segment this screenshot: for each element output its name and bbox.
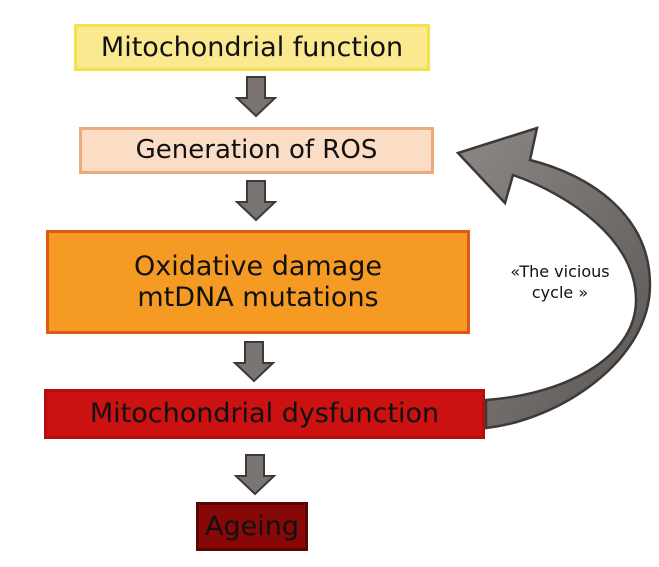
node-label: Generation of ROS xyxy=(135,134,378,165)
node-label: Mitochondrial dysfunction xyxy=(89,398,440,430)
arrow-down-1 xyxy=(234,76,278,118)
cycle-label-line1: «The vicious xyxy=(510,262,610,281)
arrow-down-2 xyxy=(234,180,278,222)
vicious-cycle-arrow xyxy=(455,126,652,430)
node-label-line1: Oxidative damage xyxy=(134,250,382,282)
node-label: Mitochondrial function xyxy=(100,31,404,63)
arrow-down-3 xyxy=(232,341,276,383)
node-generation-of-ros: Generation of ROS xyxy=(79,127,434,174)
node-ageing: Ageing xyxy=(196,502,308,551)
arrow-down-4 xyxy=(233,454,277,496)
vicious-cycle-label: «The vicious cycle » xyxy=(500,262,620,304)
cycle-label-line2: cycle » xyxy=(531,282,589,302)
node-oxidative-damage: Oxidative damage mtDNA mutations xyxy=(46,230,470,334)
node-mitochondrial-dysfunction: Mitochondrial dysfunction xyxy=(44,389,485,439)
node-label-line2: mtDNA mutations xyxy=(137,282,379,313)
node-label: Ageing xyxy=(205,510,299,542)
node-mitochondrial-function: Mitochondrial function xyxy=(74,24,430,71)
